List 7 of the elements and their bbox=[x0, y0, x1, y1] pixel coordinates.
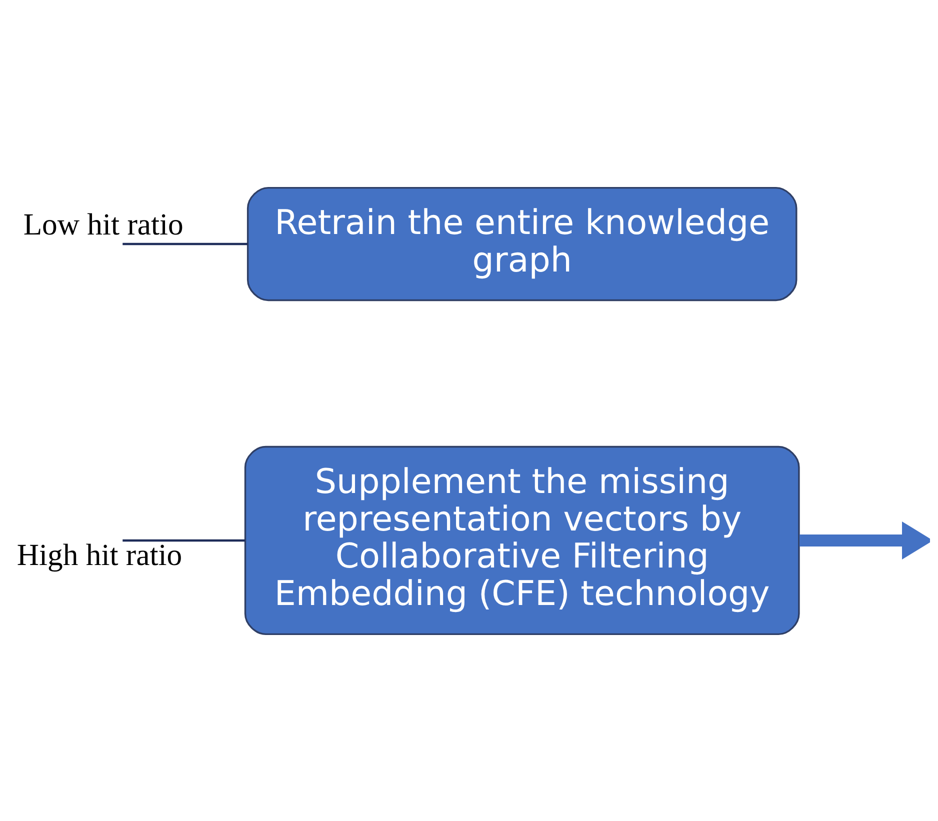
node-box: Supplement the missing representation vectors by Collaborative Filtering Embedding (CFE) technology bbox=[244, 445, 800, 635]
edge-label: Low hit ratio bbox=[23, 206, 184, 241]
connector bbox=[122, 538, 246, 542]
edge-label: High hit ratio bbox=[16, 538, 182, 572]
arrow bbox=[799, 521, 930, 559]
connector bbox=[122, 242, 248, 245]
node-box: Retrain the entire knowledge graph bbox=[246, 186, 798, 301]
